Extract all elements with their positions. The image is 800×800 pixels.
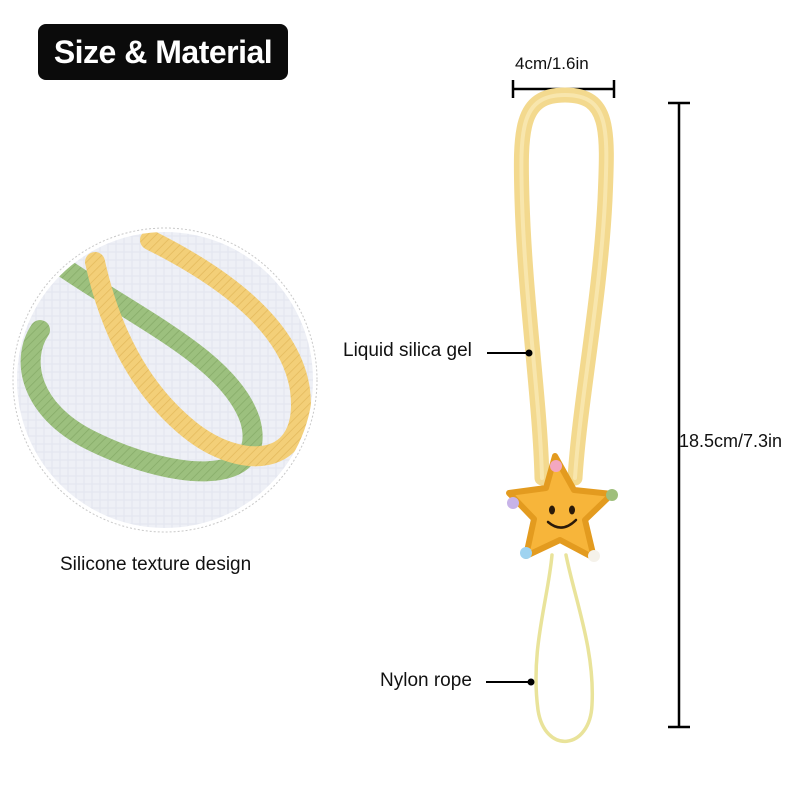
height-label: 18.5cm/7.3in <box>679 431 783 451</box>
height-dimension <box>668 101 690 729</box>
nylon-rope <box>534 553 595 743</box>
nylon-rope-label: Nylon rope <box>380 670 472 691</box>
green-strap-closeup <box>20 255 263 482</box>
section-title-badge: Size & Material <box>38 24 288 80</box>
star-charm <box>506 453 618 562</box>
silicone-strap <box>513 87 614 486</box>
section-title: Size & Material <box>53 34 273 70</box>
callout-silica <box>487 349 533 357</box>
yellow-strap-closeup <box>85 232 311 467</box>
silica-gel-label: Liquid silica gel <box>343 340 472 361</box>
width-label: 4cm/1.6in <box>515 54 589 73</box>
callout-nylon <box>486 678 535 686</box>
texture-caption: Silicone texture design <box>60 554 252 575</box>
texture-closeup <box>12 227 318 533</box>
